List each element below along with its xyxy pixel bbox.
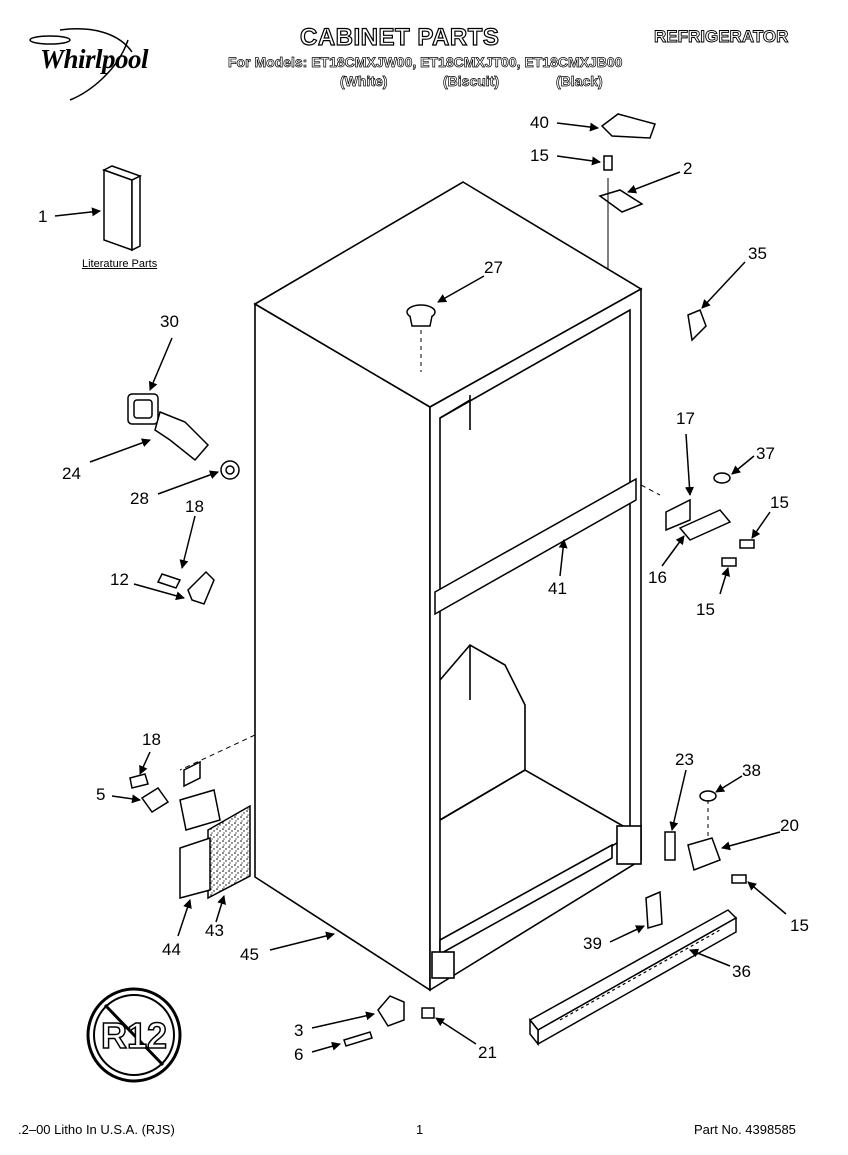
callout-36: 36	[732, 962, 751, 981]
r12-badge	[86, 987, 182, 1083]
leveling-leg	[343, 995, 435, 1047]
leader-arrows	[54, 122, 787, 1053]
callout-15: 15	[770, 493, 789, 512]
callout-41: 41	[548, 579, 567, 598]
lower-right-hinge	[664, 790, 747, 884]
callout-2: 2	[683, 159, 693, 178]
callout-39: 39	[583, 934, 602, 953]
hinge-cap	[687, 309, 707, 342]
callout-28: 28	[130, 489, 149, 508]
callout-12: 12	[110, 570, 129, 589]
callout-30: 30	[160, 312, 179, 331]
top-hinge	[598, 155, 644, 270]
drain-assembly	[127, 393, 240, 480]
callout-44: 44	[162, 940, 181, 959]
callout-1: 1	[38, 207, 48, 226]
plug-button	[406, 304, 436, 372]
callout-17: 17	[676, 409, 695, 428]
footer-part-number: Part No. 4398585	[694, 1122, 796, 1137]
callout-5: 5	[96, 785, 106, 804]
base-grille	[528, 909, 738, 1047]
callout-37: 37	[756, 444, 775, 463]
callout-6: 6	[294, 1045, 304, 1064]
callout-15: 15	[530, 146, 549, 165]
model-numbers: For Models: ET18CMXJW00, ET18CMXJT00, ET…	[228, 54, 623, 71]
variant-black: (Black)	[556, 73, 603, 90]
variant-biscuit: (Biscuit)	[443, 73, 500, 90]
callout-21: 21	[478, 1043, 497, 1062]
cabinet-body	[179, 181, 661, 992]
hinge-cover	[600, 113, 656, 139]
footer-page-number: 1	[416, 1122, 424, 1137]
callout-38: 38	[742, 761, 761, 780]
callout-20: 20	[780, 816, 799, 835]
page-title: CABINET PARTS	[299, 23, 500, 51]
callout-15: 15	[790, 916, 809, 935]
callout-43: 43	[205, 921, 224, 940]
callout-16: 16	[648, 568, 667, 587]
callout-24: 24	[62, 464, 81, 483]
lower-left-hinge	[129, 760, 221, 831]
appliance-category: REFRIGERATOR	[654, 27, 789, 47]
callout-15: 15	[696, 600, 715, 619]
hinge-clip-left	[156, 570, 215, 605]
callout-18: 18	[142, 730, 161, 749]
callout-35: 35	[748, 244, 767, 263]
r12-badge-text: R12	[101, 1015, 167, 1056]
callout-23: 23	[675, 750, 694, 769]
footer-litho: .2–00 Litho In U.S.A. (RJS)	[18, 1122, 175, 1137]
literature-book	[102, 165, 142, 252]
divider-rail	[434, 477, 637, 616]
callout-18: 18	[185, 497, 204, 516]
grille-clip	[645, 890, 663, 929]
literature-parts-label: Literature Parts	[82, 258, 158, 270]
bracket	[179, 836, 211, 899]
brand-logo-mark	[29, 28, 133, 101]
callout-40: 40	[530, 113, 549, 132]
brand-name: Whirlpool	[40, 44, 149, 74]
variant-white: (White)	[340, 73, 388, 90]
center-hinge	[665, 472, 755, 567]
callout-3: 3	[294, 1021, 304, 1040]
callout-27: 27	[484, 258, 503, 277]
callout-45: 45	[240, 945, 259, 964]
